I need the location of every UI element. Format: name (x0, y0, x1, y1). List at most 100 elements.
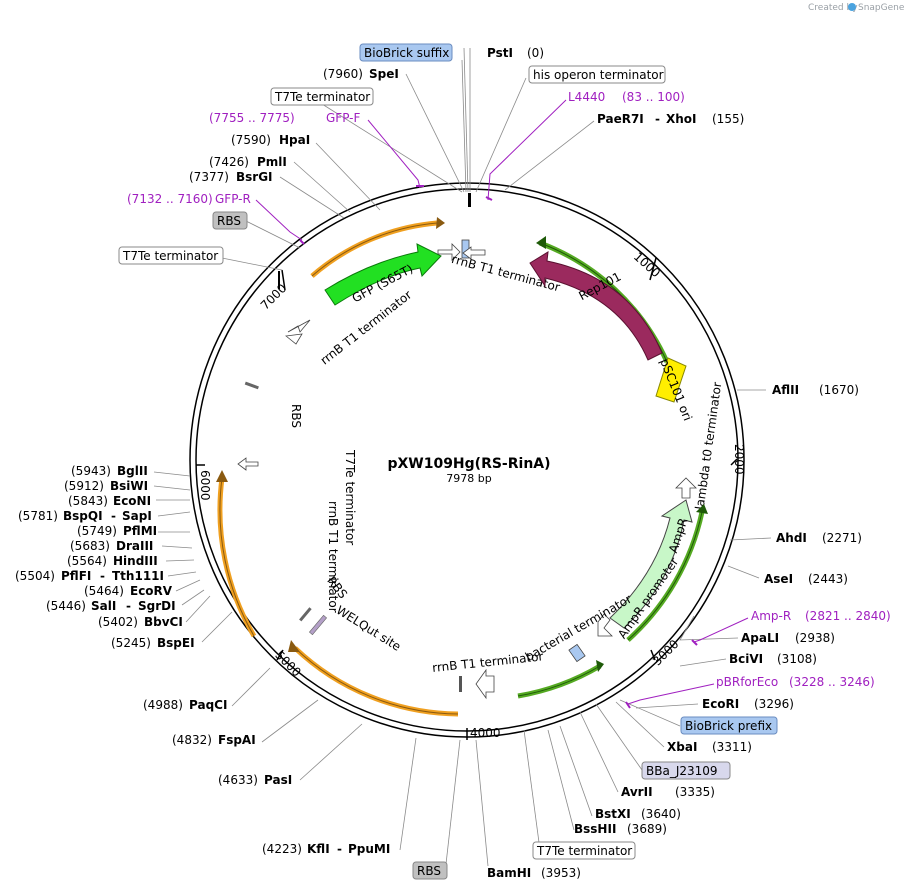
primer-label: (7755 .. 7775) GFP-F (209, 111, 361, 125)
svg-text:PflFI: PflFI (61, 569, 91, 583)
enzyme-label: ApaLI (2938) (741, 631, 835, 645)
svg-text:AvrII: AvrII (621, 785, 653, 799)
svg-text:XbaI: XbaI (667, 740, 697, 754)
svg-text:BspEI: BspEI (157, 636, 195, 650)
enzyme-label: (4832)FspAI (172, 733, 256, 747)
svg-text:BssHII: BssHII (574, 822, 616, 836)
svg-text:(5446): (5446) (46, 599, 86, 613)
boxed-feature: BioBrick suffix (359, 43, 453, 62)
backbone-feature-mark-7000 (278, 271, 280, 289)
svg-text:(2938): (2938) (795, 631, 835, 645)
svg-text:RBS: RBS (417, 864, 441, 878)
svg-text:BglII: BglII (117, 464, 148, 478)
svg-text:HindIII: HindIII (113, 554, 158, 568)
ampr-promoter-arrow (597, 613, 613, 637)
svg-text:DraIII: DraIII (116, 539, 153, 553)
plasmid-name: pXW109Hg(RS-RinA) (387, 456, 550, 472)
enzyme-label: (4633)PasI (218, 773, 292, 787)
svg-text:T7Te terminator: T7Te terminator (122, 249, 218, 263)
svg-text:GFP-R: GFP-R (215, 192, 251, 206)
enzyme-label: (5912)BsiWI (64, 479, 148, 493)
svg-text:T7Te terminator: T7Te terminator (536, 844, 632, 858)
backbone-feature-mark (468, 193, 471, 207)
orange-arc-left (217, 477, 257, 638)
svg-text:(155): (155) (712, 112, 744, 126)
enzyme-label: (5683) DraIII (70, 539, 153, 553)
lambda-label: lambda t0 terminator (693, 381, 725, 510)
rrnb-top-arrows (437, 239, 486, 261)
svg-text:(5943): (5943) (71, 464, 111, 478)
enzyme-label: AvrII(3335) (621, 785, 715, 799)
svg-text:ApaLI: ApaLI (741, 631, 779, 645)
enzyme-label: (5464)EcoRV (84, 584, 173, 598)
svg-text:(83 .. 100): (83 .. 100) (622, 90, 685, 104)
enzyme-label: PaeR7I- XhoI (155) (597, 112, 744, 126)
svg-text:BioBrick suffix: BioBrick suffix (364, 46, 449, 60)
enzyme-label: PstI(0) (487, 46, 544, 60)
svg-text:(7755 .. 7775): (7755 .. 7775) (209, 111, 295, 125)
svg-text:-: - (337, 842, 342, 856)
enzyme-label: (7377)BsrGI (189, 170, 273, 184)
svg-text:(5843): (5843) (68, 494, 108, 508)
svg-text:PpuMI: PpuMI (348, 842, 390, 856)
svg-text:(3640): (3640) (641, 807, 681, 821)
t7-left-label: T7Te terminator (343, 449, 357, 545)
boxed-feature: his operon terminator (528, 65, 666, 84)
svg-text:(3953): (3953) (541, 866, 581, 880)
enzyme-label: (5564)HindIII (67, 554, 158, 568)
svg-text:(7960): (7960) (323, 67, 363, 81)
svg-text:(5683): (5683) (70, 539, 110, 553)
boxed-feature: T7Te terminator (532, 841, 636, 860)
svg-text:BstXI: BstXI (595, 807, 631, 821)
svg-text:(7590): (7590) (231, 133, 271, 147)
credit-created-by: Created by (808, 3, 858, 13)
svg-text:GFP-F: GFP-F (326, 111, 361, 125)
rrnb-bottom-label: rrnB T1 terminator (431, 649, 544, 675)
svg-text:(2821 .. 2840): (2821 .. 2840) (805, 609, 891, 623)
svg-text:(3108): (3108) (777, 652, 817, 666)
rrnb-bottom-arrow (475, 668, 495, 700)
svg-text:BsiWI: BsiWI (110, 479, 148, 493)
rbs-left-label: RBS (289, 404, 303, 428)
svg-text:XhoI: XhoI (666, 112, 697, 126)
svg-text:KflI: KflI (307, 842, 330, 856)
svg-text:PflMI: PflMI (123, 524, 157, 538)
boxed-feature: T7Te terminator (118, 246, 224, 265)
svg-text:PaqCI: PaqCI (189, 698, 227, 712)
svg-text:BioBrick prefix: BioBrick prefix (685, 719, 772, 733)
enzyme-label: BssHII (3689) (574, 822, 667, 836)
svg-text:(5504): (5504) (15, 569, 55, 583)
svg-text:PaeR7I: PaeR7I (597, 112, 644, 126)
svg-text:L4440: L4440 (568, 90, 605, 104)
boxed-feature: BioBrick prefix (680, 716, 778, 735)
svg-text:(2271): (2271) (822, 531, 862, 545)
tick-4000: 4000 (470, 726, 501, 740)
svg-text:(5245): (5245) (111, 636, 151, 650)
enzyme-label: XbaI(3311) (667, 740, 752, 754)
green-arc-bottom (517, 663, 602, 699)
svg-text:(4988): (4988) (143, 698, 183, 712)
svg-text:-: - (655, 112, 660, 126)
svg-text:(3689): (3689) (627, 822, 667, 836)
snapgene-credit: Created by SnapGene (808, 3, 905, 13)
svg-text:SgrDI: SgrDI (138, 599, 176, 613)
enzyme-label: AseI(2443) (764, 572, 848, 586)
enzyme-label: (5245) BspEI (111, 636, 195, 650)
svg-text:EcoRI: EcoRI (702, 697, 739, 711)
primer-leaders (255, 99, 749, 709)
boxed-feature: T7Te terminator (270, 87, 374, 106)
enzyme-label: (5504)PflFI- Tth111I (15, 569, 164, 583)
svg-text:PasI: PasI (264, 773, 292, 787)
svg-text:(1670): (1670) (819, 383, 859, 397)
welqut-label: WELQut site (334, 603, 404, 654)
enzyme-label: (5781)BspQI- SapI (18, 509, 152, 523)
svg-text:SpeI: SpeI (369, 67, 399, 81)
enzyme-label: EcoRI(3296) (702, 697, 794, 711)
svg-text:AhdI: AhdI (776, 531, 807, 545)
tick-2000: 2000 (732, 444, 746, 475)
lambda-arrow (675, 477, 697, 499)
primer-label: pBRforEco(3228 .. 3246) (716, 675, 875, 689)
rrnb-bottom-mark (459, 676, 462, 692)
svg-text:BsrGI: BsrGI (236, 170, 273, 184)
enzyme-label: AflII(1670) (772, 383, 859, 397)
